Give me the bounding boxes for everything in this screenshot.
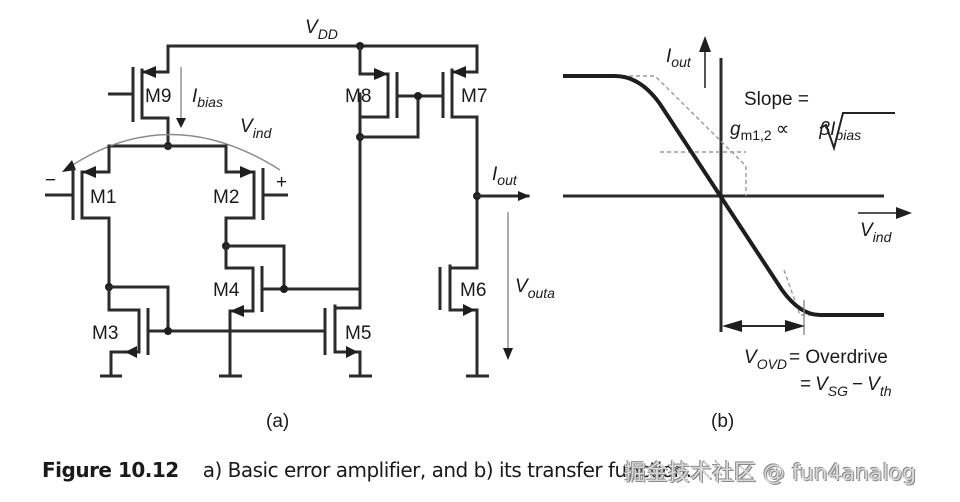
m7-label: M7 bbox=[461, 86, 487, 107]
transfer-curve bbox=[563, 74, 884, 317]
figure-caption: Figure 10.12 a) Basic error amplifier, an… bbox=[42, 458, 692, 482]
slope-formula: gm1,2∝βIbias bbox=[730, 119, 861, 143]
transistor-m5: M5 bbox=[323, 92, 372, 378]
vdd-label: VDD bbox=[305, 17, 338, 42]
m4-label: M4 bbox=[213, 280, 240, 301]
m5-label: M5 bbox=[345, 323, 371, 344]
m9-label: M9 bbox=[145, 86, 171, 107]
iout-axis-label: Iout bbox=[666, 46, 692, 70]
transistor-m6: M6 bbox=[438, 264, 489, 378]
minus-input-label: − bbox=[45, 170, 56, 191]
iout-label: Iout bbox=[492, 164, 518, 188]
vouta-label: Vouta bbox=[515, 276, 555, 301]
ovd-equation: =VSG−Vth bbox=[800, 374, 892, 399]
figure-number: Figure 10.12 bbox=[42, 458, 179, 482]
transistor-m8: M8 bbox=[345, 44, 443, 141]
plus-input-label: + bbox=[276, 172, 287, 193]
m8-label: M8 bbox=[345, 86, 371, 107]
transistor-m3: M3 bbox=[92, 283, 325, 378]
transistor-m1: M1 bbox=[45, 144, 116, 289]
m6-label: M6 bbox=[460, 280, 486, 301]
vdd-rail bbox=[166, 44, 479, 74]
transistor-m9: M9 bbox=[108, 44, 171, 148]
m1-label: M1 bbox=[90, 187, 116, 208]
panel-a-label: (a) bbox=[266, 411, 289, 432]
sqrt-sign bbox=[819, 112, 895, 152]
circuit-schematic: VDD M9 Ibias Vind − + M1 bbox=[45, 17, 555, 432]
caption-text: a) Basic error amplifier, and b) its tra… bbox=[202, 458, 692, 482]
slope-label: Slope = bbox=[744, 89, 809, 110]
panel-b-label: (b) bbox=[711, 411, 734, 432]
transistor-m7: M7 bbox=[441, 66, 487, 270]
m2-label: M2 bbox=[213, 187, 239, 208]
vind-axis-label: Vind bbox=[860, 220, 893, 245]
transistor-m2: M2 bbox=[213, 144, 288, 248]
transfer-characteristic: Iout Vind Slope = gm1,2∝βIbias VOVD= Ove… bbox=[563, 36, 912, 432]
vind-arc bbox=[67, 133, 281, 171]
transistor-m4: M4 bbox=[213, 242, 360, 378]
m3-label: M3 bbox=[92, 323, 118, 344]
watermark: 掘金技术社区 @ fun4analog bbox=[624, 461, 917, 486]
ovd-label: VOVD= Overdrive bbox=[744, 347, 888, 372]
ibias-label: Ibias bbox=[192, 86, 223, 110]
vind-label: Vind bbox=[240, 116, 273, 141]
